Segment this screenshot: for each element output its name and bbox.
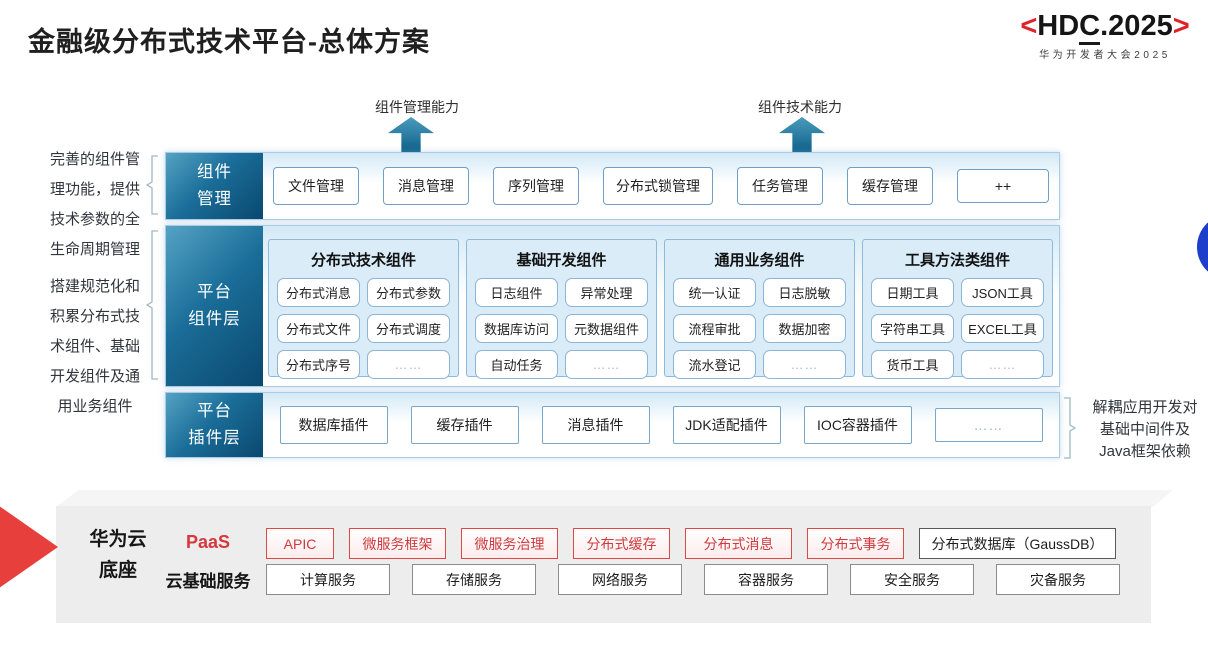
logo-name-hd: HD xyxy=(1037,10,1080,42)
group-tool-methods: 工具方法类组件 日期工具 JSON工具 字符串工具 EXCEL工具 货币工具 …… xyxy=(862,239,1053,379)
cloud-service-box: 计算服务 xyxy=(266,564,390,595)
plugin-box: IOC容器插件 xyxy=(803,406,912,444)
edge-circle-decoration xyxy=(1197,214,1208,280)
note-platform-components: 搭建规范化和 积累分布式技 术组件、基础 开发组件及通 用业务组件 xyxy=(49,278,140,415)
component-cell-more: …… xyxy=(367,350,450,379)
mgmt-chip: 缓存管理 xyxy=(847,167,933,205)
component-cell-more: …… xyxy=(763,350,846,379)
component-cell: 日期工具 xyxy=(871,278,954,307)
paas-services-row: APIC 微服务框架 微服务治理 分布式缓存 分布式消息 分布式事务 分布式数据… xyxy=(266,528,1116,559)
component-cell: 分布式消息 xyxy=(277,278,360,307)
cloud-service-box: 网络服务 xyxy=(558,564,682,595)
red-arrow-icon xyxy=(0,506,58,588)
note-component-management: 完善的组件管 理功能，提供 技术参数的全 生命周期管理 xyxy=(49,151,140,258)
foundation-label: 华为云 底座 xyxy=(89,529,147,581)
group-basic-dev: 基础开发组件 日志组件 异常处理 数据库访问 元数据组件 自动任务 …… xyxy=(466,239,657,379)
plugin-box-more: …… xyxy=(934,408,1043,442)
left-brace-icon xyxy=(146,155,158,215)
capability-label-mgmt: 组件管理能力 xyxy=(375,99,459,115)
component-cell: 日志组件 xyxy=(475,278,558,307)
component-cell: 异常处理 xyxy=(565,278,648,307)
plugin-box: 消息插件 xyxy=(541,406,650,444)
cloud-base-label: 云基础服务 xyxy=(165,572,251,591)
paas-label: PaaS xyxy=(185,532,231,552)
page-title: 金融级分布式技术平台-总体方案 xyxy=(28,27,430,57)
logo-name-year: .2025 xyxy=(1100,10,1173,42)
right-brace-icon xyxy=(1064,397,1076,459)
paas-service-box: 分布式事务 xyxy=(807,528,904,559)
logo-close-bracket-icon: > xyxy=(1172,10,1190,42)
component-cell-more: …… xyxy=(565,350,648,379)
component-cell: 流程审批 xyxy=(673,314,756,343)
component-cell: 分布式文件 xyxy=(277,314,360,343)
foundation-slab-top-face xyxy=(56,490,1173,507)
mgmt-chip: 任务管理 xyxy=(737,167,823,205)
left-brace-icon xyxy=(146,230,158,380)
component-cell: 统一认证 xyxy=(673,278,756,307)
cloud-service-box: 存储服务 xyxy=(412,564,536,595)
mgmt-chip: 文件管理 xyxy=(273,167,359,205)
plugin-box: 数据库插件 xyxy=(279,406,388,444)
component-cell-more: …… xyxy=(961,350,1044,379)
component-groups: 分布式技术组件 分布式消息 分布式参数 分布式文件 分布式调度 分布式序号 ……… xyxy=(268,239,1053,379)
component-cell: JSON工具 xyxy=(961,278,1044,307)
hdc-logo-subtitle: 华为开发者大会2025 xyxy=(1039,50,1171,61)
hdc-logo: <HDC.2025> 华为开发者大会2025 xyxy=(1006,10,1204,61)
capability-label-tech: 组件技术能力 xyxy=(758,99,842,115)
logo-name-c: C xyxy=(1079,10,1101,45)
component-cell: 自动任务 xyxy=(475,350,558,379)
plugin-items: 数据库插件 缓存插件 消息插件 JDK适配插件 IOC容器插件 …… xyxy=(263,393,1059,457)
component-management-items: 文件管理 消息管理 序列管理 分布式锁管理 任务管理 缓存管理 ++ xyxy=(263,153,1059,219)
layer-label-platform-plugins: 平台 插件层 xyxy=(166,393,263,457)
component-cell: 分布式序号 xyxy=(277,350,360,379)
paas-service-box: 分布式消息 xyxy=(685,528,792,559)
mgmt-chip-more: ++ xyxy=(957,169,1049,203)
cloud-service-box: 灾备服务 xyxy=(996,564,1120,595)
layer-platform-components: 平台 组件层 分布式技术组件 分布式消息 分布式参数 分布式文件 分布式调度 分… xyxy=(165,225,1060,387)
hdc-logo-text: <HDC.2025> xyxy=(1006,10,1204,45)
cloud-service-box: 容器服务 xyxy=(704,564,828,595)
component-cell: 数据库访问 xyxy=(475,314,558,343)
component-cell: 分布式调度 xyxy=(367,314,450,343)
mgmt-chip: 分布式锁管理 xyxy=(603,167,713,205)
paas-service-box: APIC xyxy=(266,528,334,559)
component-cell: 元数据组件 xyxy=(565,314,648,343)
layer-label-platform-components: 平台 组件层 xyxy=(166,226,263,386)
component-cell: 字符串工具 xyxy=(871,314,954,343)
paas-service-box: 微服务框架 xyxy=(349,528,446,559)
mgmt-chip: 序列管理 xyxy=(493,167,579,205)
up-arrow-icon xyxy=(388,117,434,152)
component-cell: 日志脱敏 xyxy=(763,278,846,307)
paas-service-box: 微服务治理 xyxy=(461,528,558,559)
layer-label-component-management: 组件 管理 xyxy=(166,153,263,219)
note-decouple: 解耦应用开发对 基础中间件及 Java框架依赖 xyxy=(1092,399,1198,460)
paas-service-box: 分布式缓存 xyxy=(573,528,670,559)
logo-open-bracket-icon: < xyxy=(1020,10,1038,42)
layer-platform-plugins: 平台 插件层 数据库插件 缓存插件 消息插件 JDK适配插件 IOC容器插件 …… xyxy=(165,392,1060,458)
cloud-service-box: 安全服务 xyxy=(850,564,974,595)
component-cell: 货币工具 xyxy=(871,350,954,379)
component-cell: EXCEL工具 xyxy=(961,314,1044,343)
group-common-business: 通用业务组件 统一认证 日志脱敏 流程审批 数据加密 流水登记 …… xyxy=(664,239,855,379)
layer-component-management: 组件 管理 文件管理 消息管理 序列管理 分布式锁管理 任务管理 缓存管理 ++ xyxy=(165,152,1060,220)
plugin-box: 缓存插件 xyxy=(410,406,519,444)
component-cell: 流水登记 xyxy=(673,350,756,379)
plugin-box: JDK适配插件 xyxy=(672,406,781,444)
component-cell: 分布式参数 xyxy=(367,278,450,307)
group-distributed-tech: 分布式技术组件 分布式消息 分布式参数 分布式文件 分布式调度 分布式序号 …… xyxy=(268,239,459,379)
component-cell: 数据加密 xyxy=(763,314,846,343)
gaussdb-box: 分布式数据库（GaussDB） xyxy=(919,528,1116,559)
up-arrow-icon xyxy=(779,117,825,152)
mgmt-chip: 消息管理 xyxy=(383,167,469,205)
cloud-services-row: 计算服务 存储服务 网络服务 容器服务 安全服务 灾备服务 xyxy=(266,564,1120,595)
